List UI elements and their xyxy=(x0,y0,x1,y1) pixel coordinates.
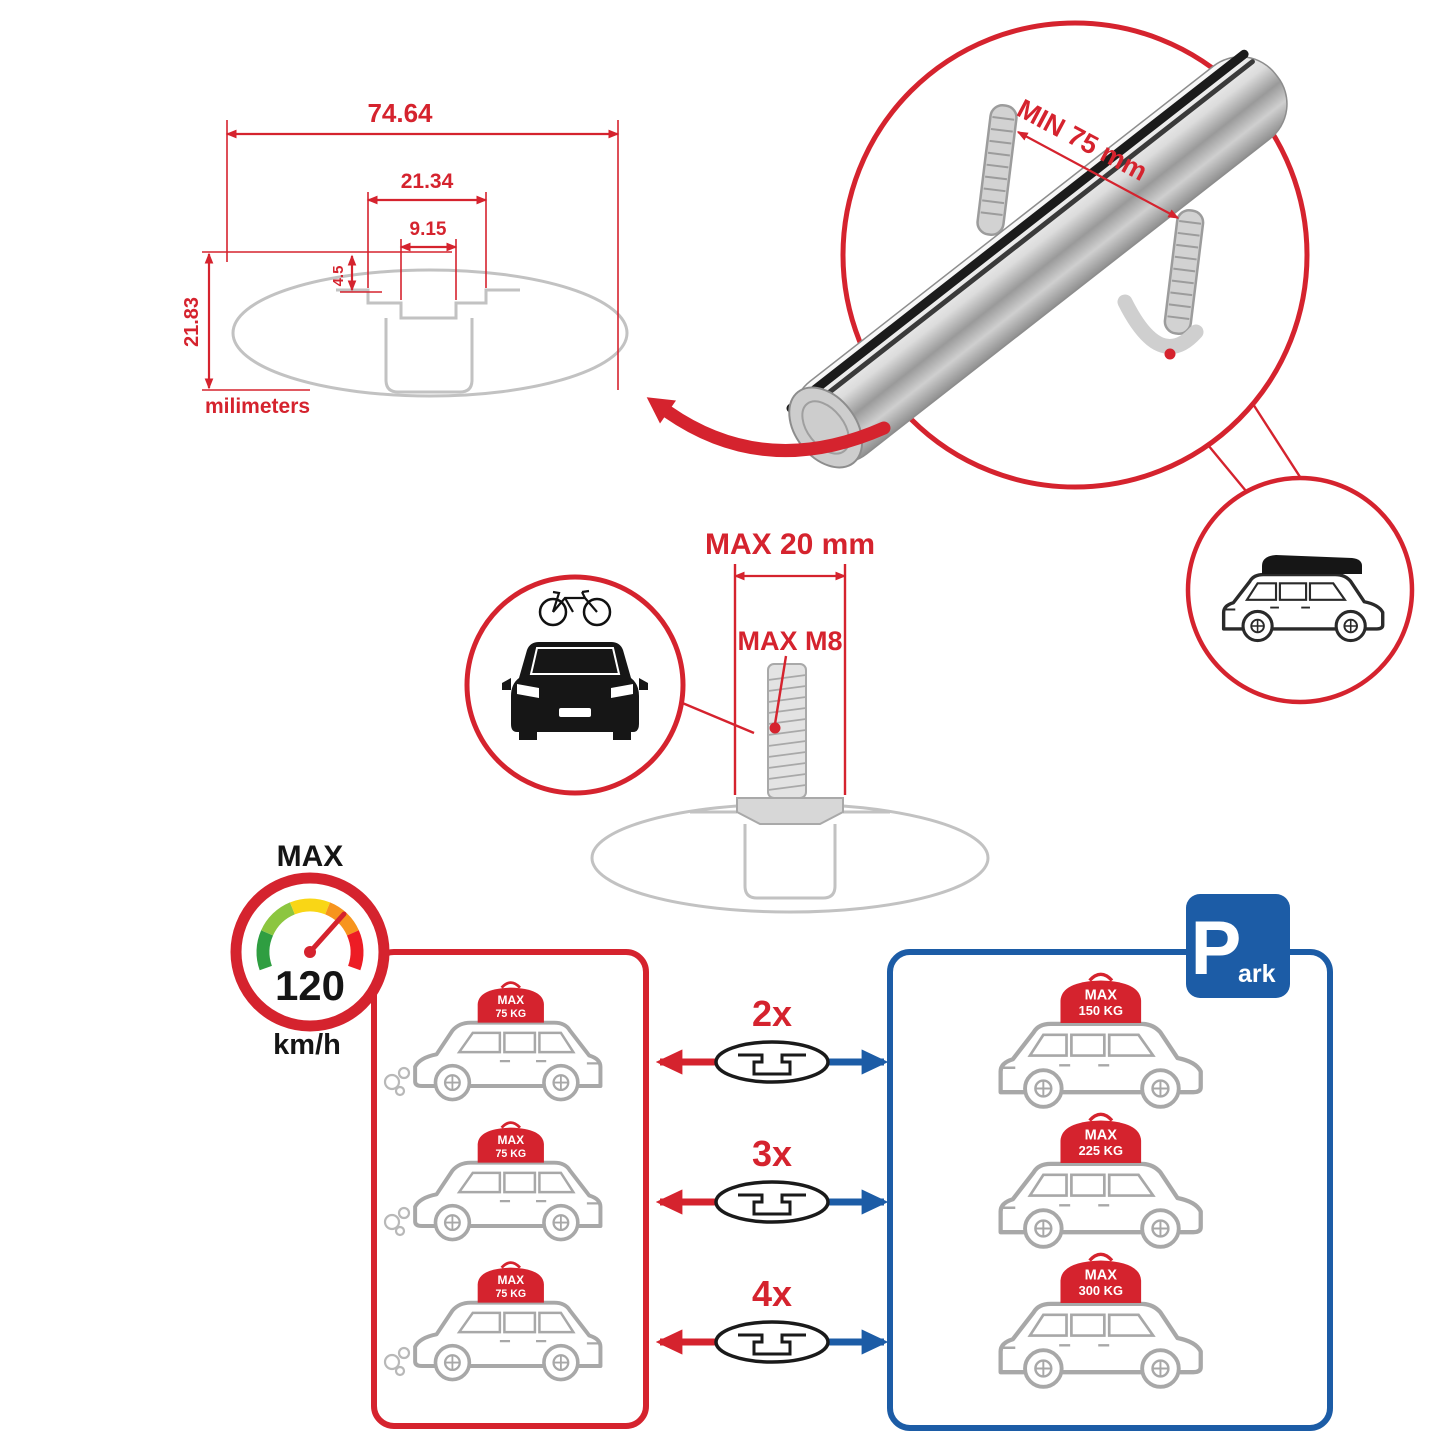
bike-icon xyxy=(538,589,612,627)
crossbar-count-label: 3x xyxy=(752,1133,792,1174)
load-weight-label: 75 KG xyxy=(496,1148,527,1160)
bolt-width-label: MAX 20 mm xyxy=(705,528,875,561)
crossbar-arrow-row: 2x xyxy=(655,993,889,1084)
bolt-diagram: MAX 20 mm MAX M8 xyxy=(590,528,990,914)
profile-channel-shape xyxy=(336,288,520,320)
leader-line xyxy=(1251,403,1304,481)
load-max-label: MAX xyxy=(498,1133,525,1147)
parking-letter: P xyxy=(1191,906,1242,991)
crossbar-profile-icon xyxy=(714,1180,830,1224)
load-weight-label: 225 KG xyxy=(1079,1143,1123,1158)
gauge-needle xyxy=(307,911,347,955)
car-row: MAX 75 KG xyxy=(383,1121,603,1242)
crossbar-count-label: 4x xyxy=(752,1273,792,1314)
roofbox-car-circle xyxy=(1185,475,1415,705)
load-max-label: MAX xyxy=(498,1273,525,1287)
bolt-thread-label: MAX M8 xyxy=(737,626,842,656)
crossbar-arrow-row: 4x xyxy=(655,1273,889,1364)
leader-line xyxy=(679,700,755,735)
parking-sign: P ark xyxy=(1186,894,1290,998)
car-row: MAX 150 KG xyxy=(1001,972,1201,1106)
car-row: MAX 75 KG xyxy=(383,1261,603,1382)
load-weight-label: 75 KG xyxy=(496,1288,527,1300)
crossbar-profile-icon xyxy=(714,1040,830,1084)
load-max-label: MAX xyxy=(1085,1128,1118,1144)
cargo-load-icon: MAX 150 KG xyxy=(1060,972,1142,1024)
parking-text: ark xyxy=(1238,960,1276,988)
load-weight-label: 300 KG xyxy=(1079,1283,1123,1298)
u-clamp-rod-bottom xyxy=(1163,209,1205,335)
load-weight-label: 150 KG xyxy=(1079,1003,1123,1018)
bike-car-circle xyxy=(464,574,686,796)
u-clamp-rod-top xyxy=(976,104,1018,236)
speed-value: 120 xyxy=(275,962,345,1009)
cargo-load-icon: MAX 300 KG xyxy=(1060,1252,1142,1304)
profile-dimension-diagram: 74.64 21.34 9.15 4.5 21.83 milimeters xyxy=(181,98,629,418)
bolt-icon xyxy=(736,663,844,825)
u-clamp-strap xyxy=(1117,294,1204,354)
car-row: MAX 225 KG xyxy=(1001,1112,1201,1247)
dim-slot-width-label: 9.15 xyxy=(410,219,447,240)
cargo-load-icon: MAX 75 KG xyxy=(477,1121,544,1163)
roofbox-icon xyxy=(1262,555,1362,574)
dim-height-label: 21.83 xyxy=(181,297,203,347)
dim-unit-label: milimeters xyxy=(205,395,310,418)
pointer-arrow xyxy=(646,397,891,458)
profile-ellipse xyxy=(231,268,629,398)
crossbar-profile-icon xyxy=(714,1320,830,1364)
car-row: MAX 300 KG xyxy=(1001,1252,1201,1387)
clamp-point-dot xyxy=(1164,348,1176,360)
dim-slot-depth-label: 4.5 xyxy=(330,266,347,287)
crossbar-arrow-row: 3x xyxy=(655,1133,889,1224)
dim-channel-width-label: 21.34 xyxy=(401,170,454,193)
load-max-label: MAX xyxy=(498,993,525,1007)
speed-max-label: MAX xyxy=(277,840,344,873)
load-max-label: MAX xyxy=(1085,988,1118,1004)
cargo-load-icon: MAX 75 KG xyxy=(477,981,544,1023)
thread-point-dot xyxy=(769,722,781,734)
dim-total-width-label: 74.64 xyxy=(367,98,433,128)
cargo-load-icon: MAX 225 KG xyxy=(1060,1112,1142,1164)
profile-box-shape xyxy=(384,318,474,394)
crossbar-detail-circle: MIN 75 mm xyxy=(786,20,1310,490)
load-weight-label: 75 KG xyxy=(496,1008,527,1020)
car-row: MAX 75 KG xyxy=(383,981,603,1102)
speedometer-icon: MAX 120 km/h xyxy=(230,840,390,1061)
crossbar-count-label: 2x xyxy=(752,993,792,1034)
cargo-load-icon: MAX 75 KG xyxy=(477,1261,544,1303)
speed-unit-label: km/h xyxy=(273,1029,341,1061)
load-max-label: MAX xyxy=(1085,1268,1118,1284)
car-front-icon xyxy=(502,642,648,740)
